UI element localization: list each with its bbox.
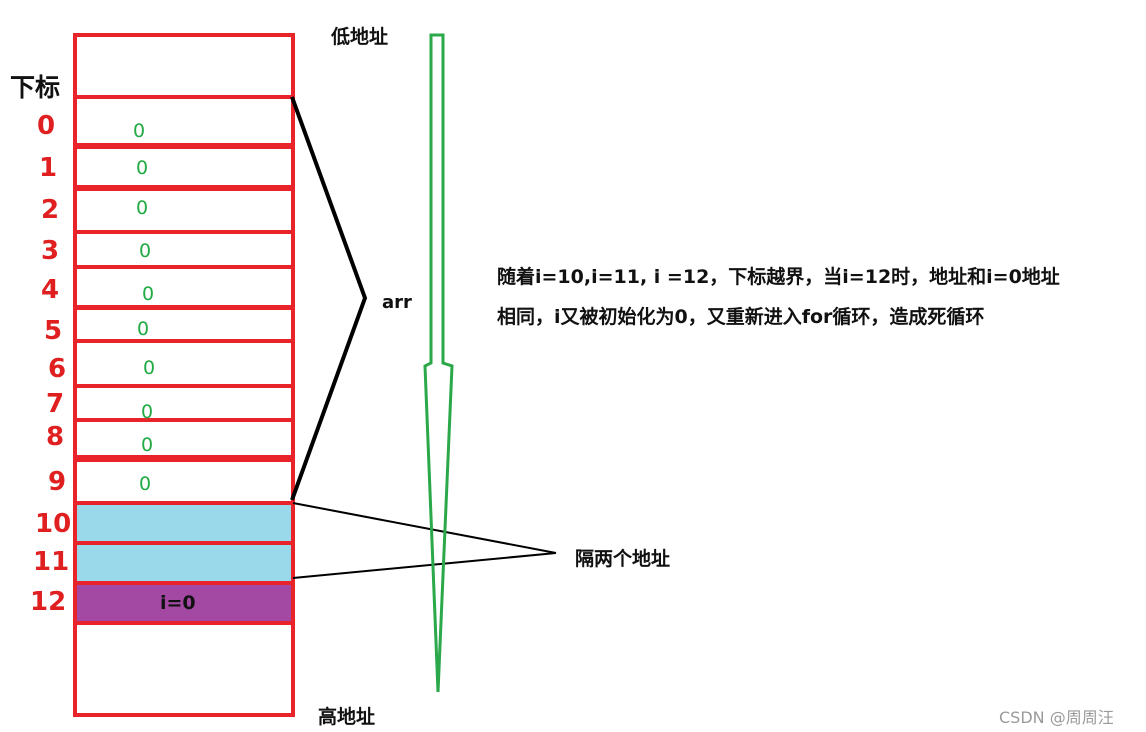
index-label-5: 5 [44,316,63,346]
index-label-12: 12 [30,587,67,617]
cell-value-9: 0 [139,473,152,495]
cell-value-1: 0 [136,157,149,179]
gap-line-top [292,502,557,554]
gap-line-bottom [292,552,557,579]
cell-6 [73,339,295,388]
cell-value-0: 0 [133,120,146,142]
index-title: 下标 [10,73,61,102]
cell-value-4: 0 [142,283,155,305]
cell-2 [73,187,295,234]
cell-0 [73,95,295,147]
index-label-1: 1 [39,153,58,183]
index-label-2: 2 [41,195,60,225]
gap-label: 隔两个地址 [575,548,671,570]
cell-11-fill [75,543,293,583]
cell-9 [73,458,295,505]
high-address-label: 高地址 [318,706,376,728]
cell-12-fill [75,583,293,623]
cell-1 [73,145,295,189]
index-label-11: 11 [33,547,70,577]
explanation-line-2: 相同，i又被初始化为0，又重新进入for循环，造成死循环 [497,306,985,328]
cell-3 [73,230,295,269]
cell-value-5: 0 [137,318,150,340]
cell-10-fill [75,503,293,543]
address-direction-arrow [423,33,454,693]
cell-value-7: 0 [141,401,154,423]
cell-value-8: 0 [141,434,154,456]
cell-value-6: 0 [143,357,156,379]
index-label-8: 8 [46,422,65,452]
explanation-line-1: 随着i=10,i=11, i =12，下标越界，当i=12时，地址和i=0地址 [497,266,1060,288]
index-label-3: 3 [41,236,60,266]
arr-bracket [290,96,368,501]
cell-7 [73,384,295,422]
index-label-10: 10 [35,509,72,539]
cell-value-2: 0 [136,197,149,219]
index-label-6: 6 [48,354,67,384]
index-label-9: 9 [48,467,67,497]
watermark: CSDN @周周汪 [999,708,1114,727]
low-address-label: 低地址 [331,26,389,48]
index-label-7: 7 [46,389,65,419]
index-label-0: 0 [37,111,56,141]
index-label-4: 4 [41,275,60,305]
cell-4 [73,265,295,309]
cell-5 [73,306,295,343]
cell-8 [73,418,295,459]
cell-12 [73,581,295,625]
arr-label: arr [382,292,412,313]
cell-value-3: 0 [139,240,152,262]
i-cell-label: i=0 [160,592,196,614]
